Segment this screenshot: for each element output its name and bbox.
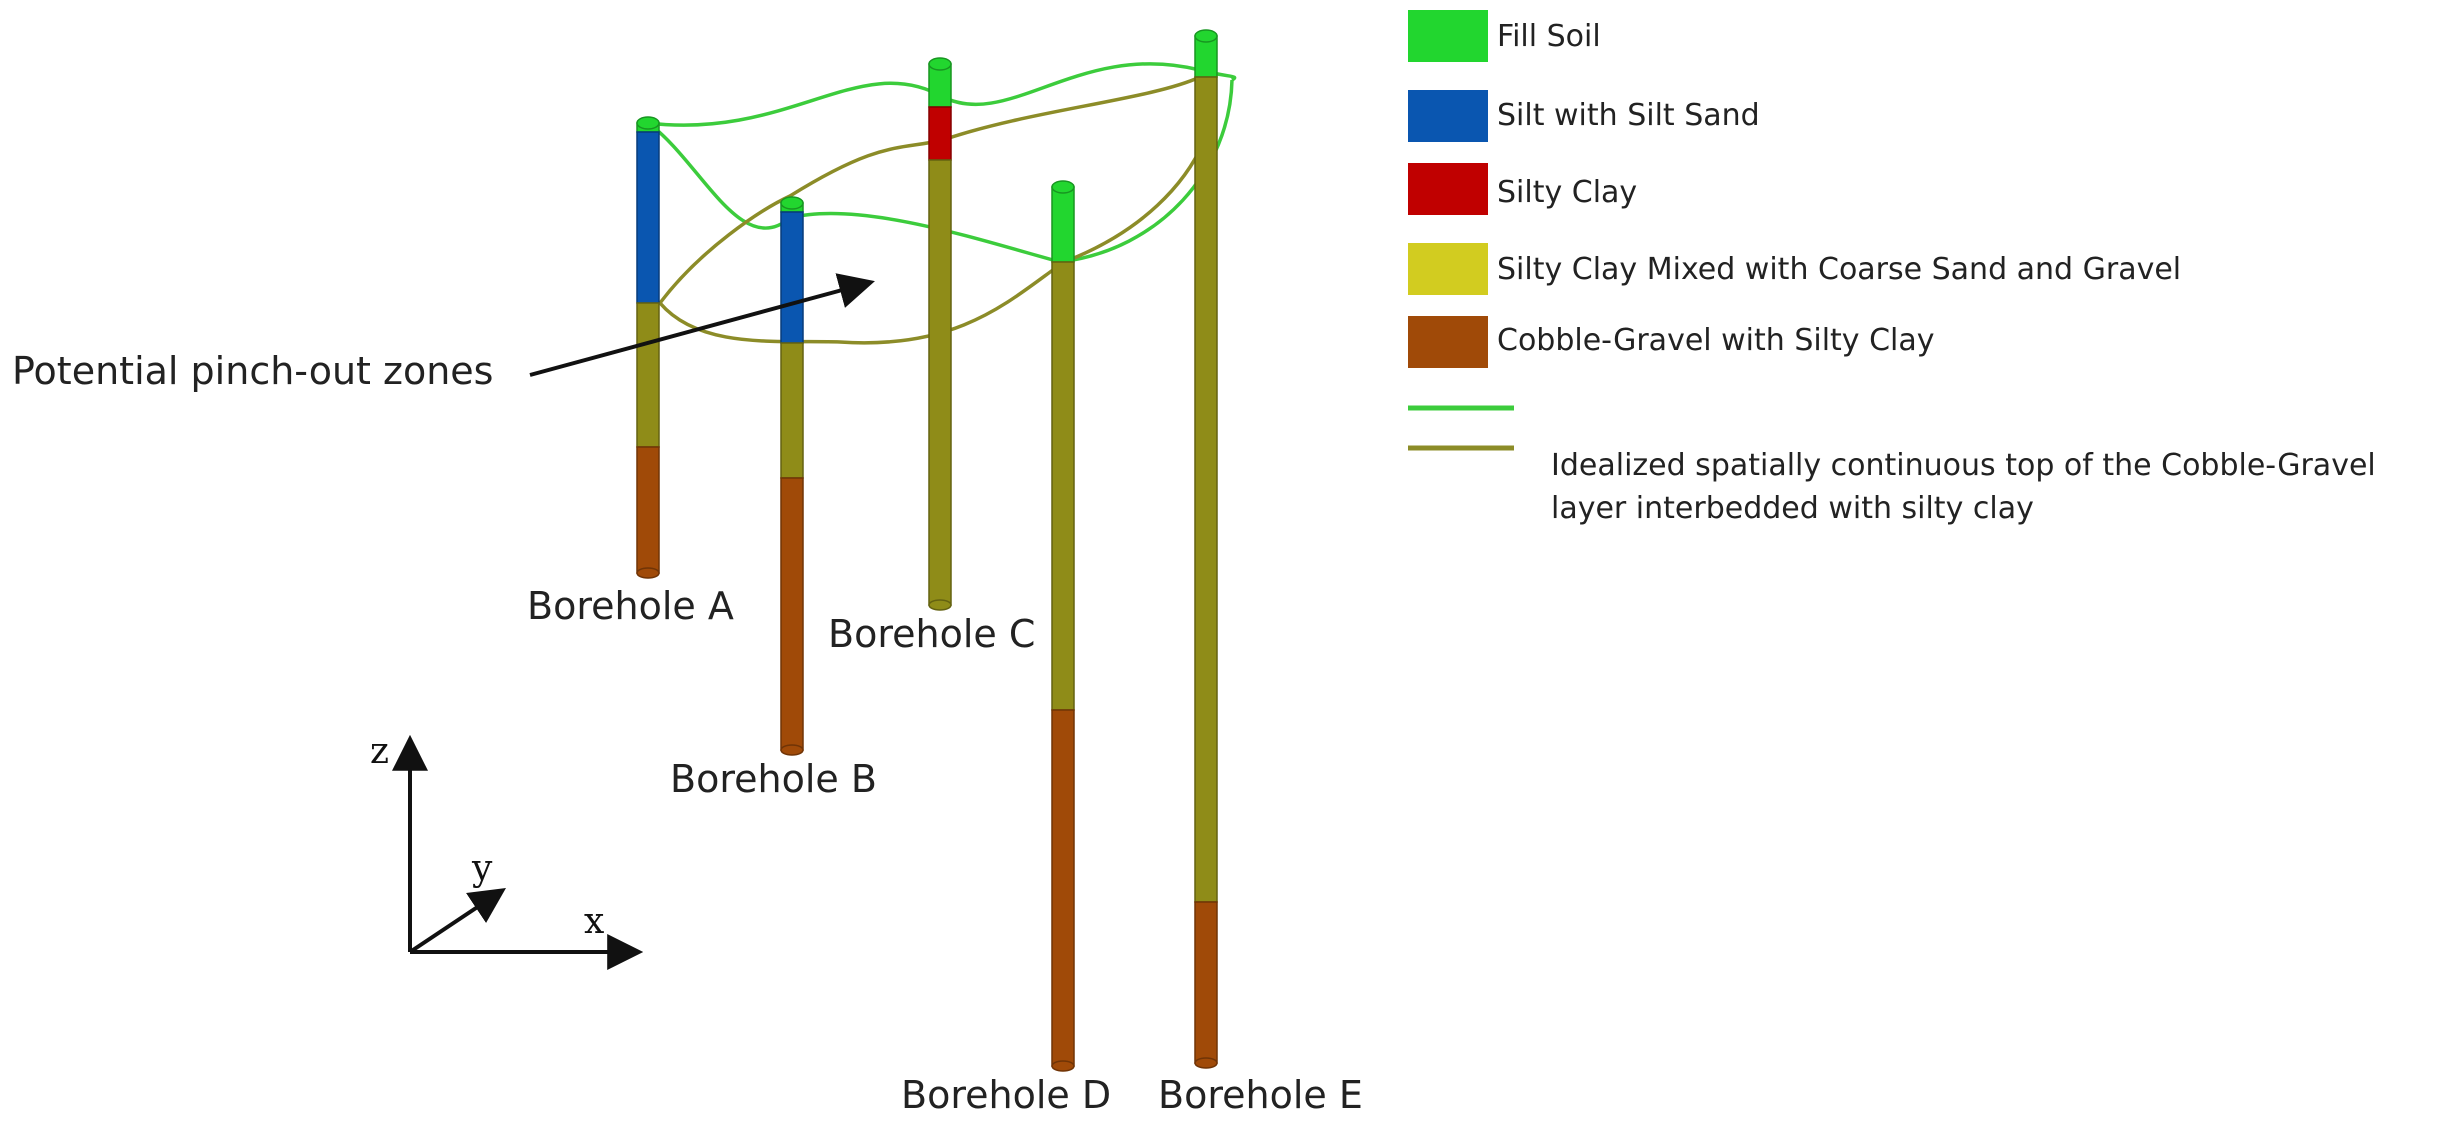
- z-axis-label: z: [370, 731, 389, 772]
- borehole-label-c: Borehole C: [828, 612, 1035, 656]
- borehole-a-top-cap: [636, 116, 660, 130]
- borehole-label-e: Borehole E: [1158, 1073, 1363, 1117]
- borehole-e-bottom-cap: [1194, 1057, 1218, 1069]
- borehole-c-bottom-cap: [928, 599, 952, 611]
- borehole-d-layer-fill-soil: [1051, 186, 1075, 263]
- cobble-line-lower: [658, 260, 1066, 345]
- borehole-label-d: Borehole D: [901, 1073, 1111, 1117]
- borehole-d: [1051, 180, 1075, 1072]
- y-axis-arrow: [408, 888, 506, 954]
- borehole-label-a: Borehole A: [527, 584, 734, 628]
- borehole-d-top-cap: [1051, 180, 1075, 194]
- pinch-out-arrow: [529, 273, 875, 377]
- borehole-c: [928, 57, 952, 611]
- borehole-label-b: Borehole B: [670, 757, 877, 801]
- legend-swatch-mixed: [1408, 243, 1488, 295]
- borehole-d-layer-mixed: [1051, 261, 1075, 711]
- legend-label-silt: Silt with Silt Sand: [1497, 98, 1760, 133]
- borehole-b: [780, 196, 804, 756]
- borehole-e-layer-mixed: [1194, 76, 1218, 903]
- borehole-b-layer-silt: [780, 211, 804, 344]
- legend: Fill Soil Silt with Silt Sand Silty Clay…: [1408, 10, 2376, 526]
- pinch-out-label: Potential pinch-out zones: [12, 349, 493, 393]
- borehole-e-top-cap: [1194, 29, 1218, 43]
- legend-line-cobble-label-1: Idealized spatially continuous top of th…: [1551, 448, 2376, 483]
- y-axis-label: y: [471, 848, 493, 889]
- legend-line-cobble-label-2: layer interbedded with silty clay: [1551, 491, 2034, 526]
- borehole-a-bottom-cap: [636, 567, 660, 579]
- x-axis-label: x: [584, 901, 604, 942]
- borehole-a-layer-silt: [636, 131, 660, 304]
- borehole-d-bottom-cap: [1051, 1060, 1075, 1072]
- borehole-b-top-cap: [780, 196, 804, 210]
- boreholes: [636, 29, 1218, 1072]
- pinch-out-annotation: Potential pinch-out zones: [12, 273, 875, 393]
- borehole-b-bottom-cap: [780, 744, 804, 756]
- borehole-e: [1194, 29, 1218, 1069]
- borehole-a: [636, 116, 660, 579]
- borehole-b-layer-cobble: [780, 477, 804, 751]
- legend-swatch-fill-soil: [1408, 10, 1488, 62]
- borehole-e-layer-cobble: [1194, 901, 1218, 1064]
- legend-label-silty-clay: Silty Clay: [1497, 175, 1637, 210]
- borehole-c-top-cap: [928, 57, 952, 71]
- legend-label-mixed: Silty Clay Mixed with Coarse Sand and Gr…: [1497, 252, 2181, 287]
- borehole-a-layer-mixed: [636, 302, 660, 448]
- legend-swatch-silty-clay: [1408, 163, 1488, 215]
- legend-swatch-cobble: [1408, 316, 1488, 368]
- borehole-c-layer-silty-clay: [928, 106, 952, 161]
- borehole-b-layer-mixed: [780, 342, 804, 479]
- legend-swatch-silt: [1408, 90, 1488, 142]
- legend-label-fill-soil: Fill Soil: [1497, 19, 1601, 54]
- borehole-a-layer-cobble: [636, 446, 660, 574]
- borehole-c-layer-mixed: [928, 159, 952, 606]
- borehole-d-layer-cobble: [1051, 709, 1075, 1067]
- axes-indicator: z x y: [370, 731, 644, 970]
- borehole-labels: Borehole A Borehole B Borehole C Borehol…: [527, 584, 1363, 1117]
- legend-label-cobble: Cobble-Gravel with Silty Clay: [1497, 323, 1935, 358]
